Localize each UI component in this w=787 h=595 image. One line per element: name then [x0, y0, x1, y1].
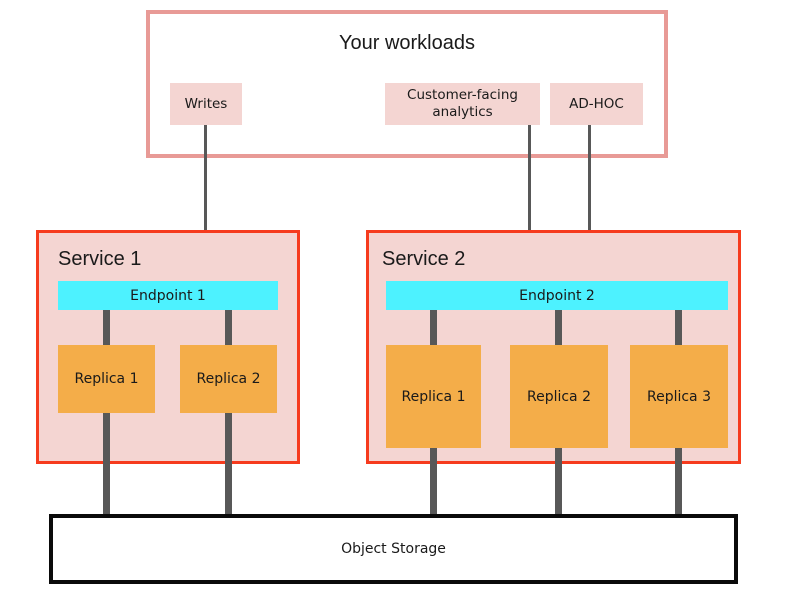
workload-box-customer-facing-analytics[interactable]: Customer-facing analytics [385, 83, 540, 125]
endpoint-1[interactable]: Endpoint 1 [58, 281, 278, 310]
endpoint-2[interactable]: Endpoint 2 [386, 281, 728, 310]
service-2-replica-1[interactable]: Replica 1 [386, 345, 481, 448]
connector-s1-replica2-storage [225, 413, 232, 515]
connector-s2-replica3-storage [675, 448, 682, 515]
connector-endpoint2-replica3 [675, 310, 682, 345]
workloads-container [146, 10, 668, 158]
connector-endpoint1-replica2 [225, 310, 232, 345]
connector-endpoint2-replica2 [555, 310, 562, 345]
workload-box-ad-hoc[interactable]: AD-HOC [550, 83, 643, 125]
service-1-replica-1[interactable]: Replica 1 [58, 345, 155, 413]
connector-s1-replica1-storage [103, 413, 110, 515]
connector-s2-replica1-storage [430, 448, 437, 515]
object-storage-box[interactable]: Object Storage [49, 514, 738, 584]
connector-endpoint2-replica1 [430, 310, 437, 345]
service-2-replica-3[interactable]: Replica 3 [630, 345, 728, 448]
connector-endpoint1-replica1 [103, 310, 110, 345]
connector-s2-replica2-storage [555, 448, 562, 515]
service-2-title: Service 2 [382, 248, 466, 270]
workloads-title: Your workloads [338, 32, 475, 54]
workload-box-writes[interactable]: Writes [170, 83, 242, 125]
service-1-replica-2[interactable]: Replica 2 [180, 345, 277, 413]
service-1-title: Service 1 [58, 248, 142, 270]
service-2-replica-2[interactable]: Replica 2 [510, 345, 608, 448]
